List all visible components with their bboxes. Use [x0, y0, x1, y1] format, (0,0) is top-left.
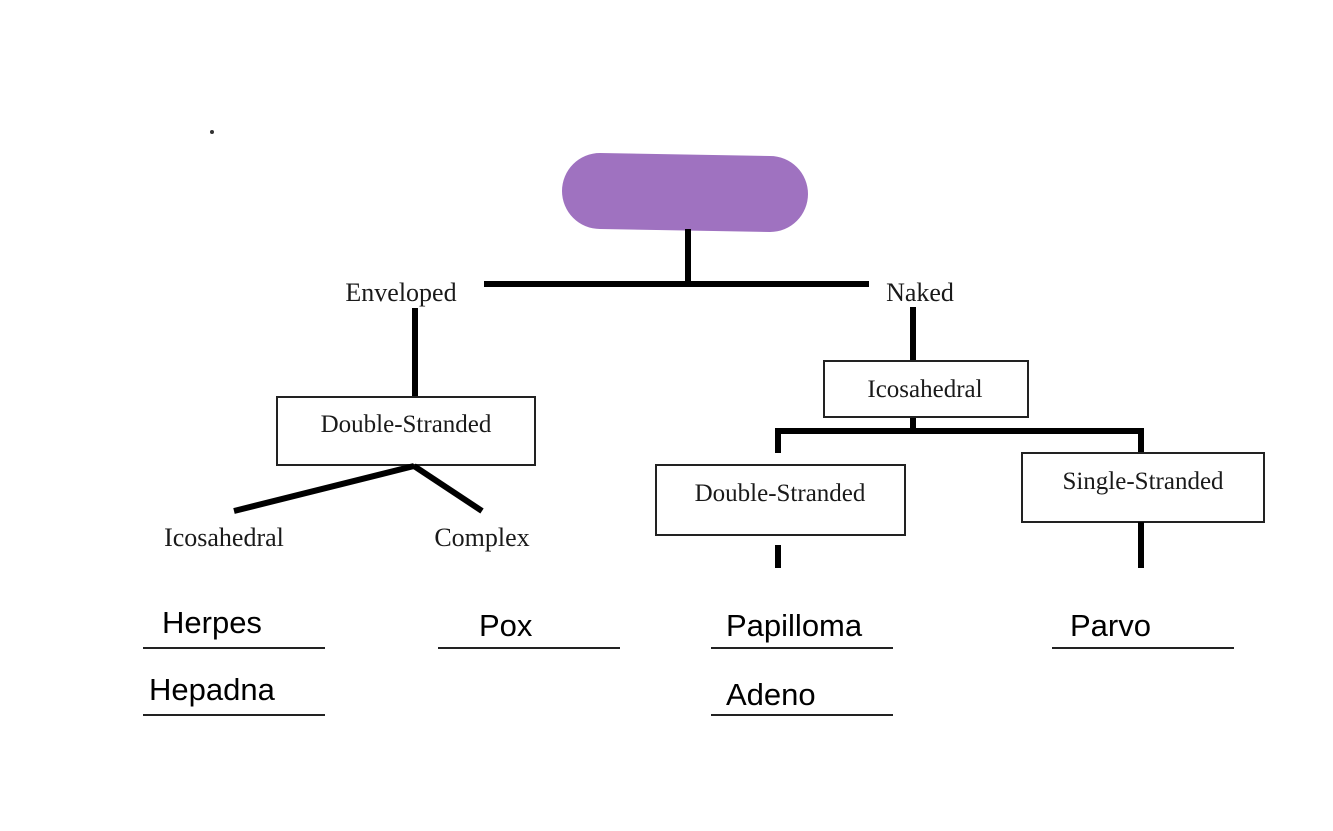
naked-split-bar — [775, 428, 1144, 453]
naked-icosahedral-box — [823, 360, 1029, 418]
enveloped-icosahedral-label: Icosahedral — [164, 523, 284, 552]
enveloped-double-stranded-box — [276, 396, 536, 466]
naked-icosahedral-label: Icosahedral — [867, 376, 982, 403]
naked-double-stranded-box — [655, 464, 906, 536]
branch-naked-label: Naked — [886, 278, 954, 307]
enveloped-to-icosahedral-line — [233, 463, 415, 514]
branch-enveloped-label: Enveloped — [345, 278, 456, 307]
stray-dot — [210, 130, 214, 134]
naked-double-stranded-label: Double-Stranded — [695, 480, 866, 507]
answer-hepadna: Hepadna — [149, 672, 276, 707]
enveloped-complex-label: Complex — [434, 523, 529, 552]
answer-parvo: Parvo — [1070, 608, 1151, 643]
root-node — [562, 153, 808, 232]
answer-pox: Pox — [479, 608, 533, 643]
answer-herpes: Herpes — [162, 605, 262, 640]
naked-single-stranded-box — [1021, 452, 1265, 523]
answer-adeno: Adeno — [726, 677, 816, 712]
naked-single-stranded-label: Single-Stranded — [1062, 468, 1224, 495]
answer-papilloma: Papilloma — [726, 608, 863, 643]
enveloped-to-complex-line — [412, 463, 484, 514]
enveloped-double-stranded-label: Double-Stranded — [321, 411, 492, 438]
